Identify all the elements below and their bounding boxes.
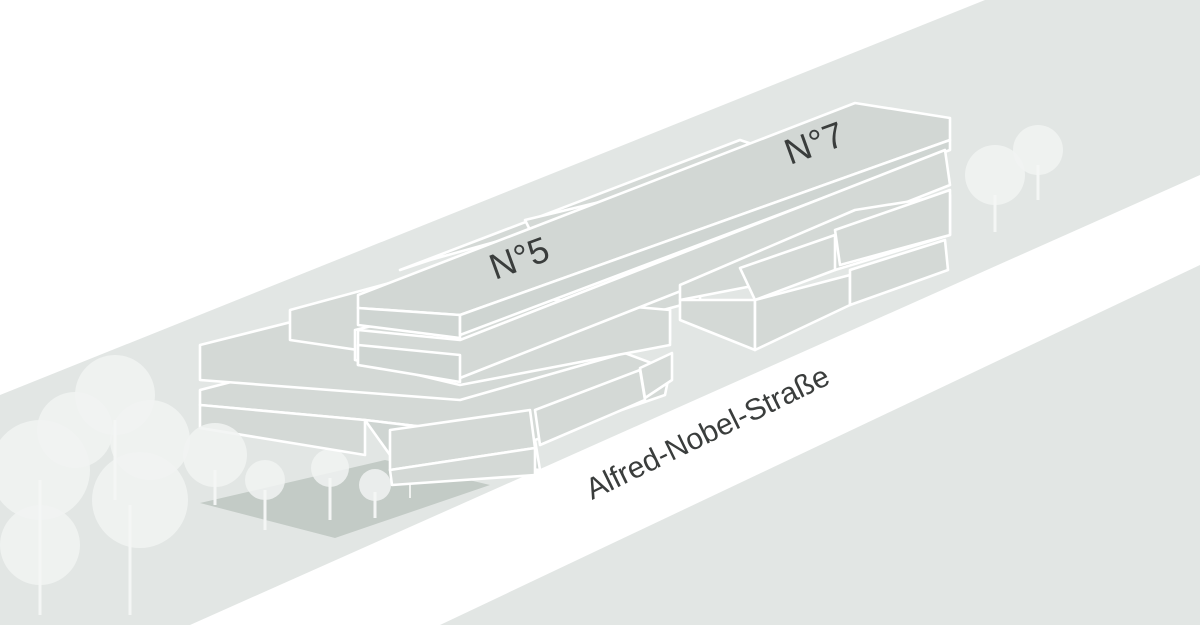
ground-lower <box>440 265 1200 625</box>
courtyard-trees <box>245 449 391 530</box>
trees-left <box>0 355 247 615</box>
building-complex <box>198 101 952 487</box>
trees-right <box>965 125 1063 232</box>
